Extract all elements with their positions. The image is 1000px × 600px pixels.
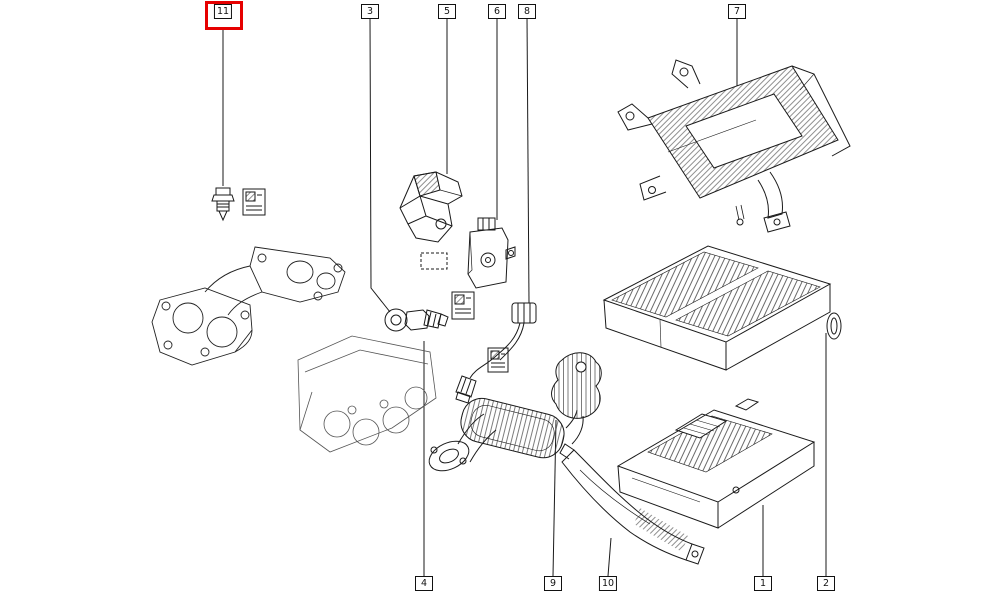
leader-line-10 [607, 537, 612, 577]
callout-7[interactable]: 7 [728, 4, 746, 19]
part-coolant-temp-sensor [211, 187, 235, 222]
part-grommet [551, 352, 602, 419]
torque-spec-icon [242, 188, 266, 216]
dashed-box-icon [420, 252, 448, 270]
part-cylinder-head-outline [297, 335, 437, 453]
callout-10[interactable]: 10 [598, 576, 618, 591]
callout-8[interactable]: 8 [518, 4, 536, 19]
callout-1[interactable]: 1 [754, 576, 772, 591]
part-intake-manifold [151, 246, 346, 366]
callout-9[interactable]: 9 [544, 576, 562, 591]
callout-4[interactable]: 4 [415, 576, 433, 591]
callout-2[interactable]: 2 [817, 576, 835, 591]
part-map-sensor [467, 217, 516, 289]
part-temp-switch-with-washer [384, 308, 449, 332]
leader-line-3 [369, 16, 391, 313]
callout-5[interactable]: 5 [438, 4, 456, 19]
part-strap [559, 443, 705, 565]
part-sensor-bracket [399, 171, 463, 243]
callout-6[interactable]: 6 [488, 4, 506, 19]
callout-11[interactable]: 11 [213, 4, 233, 19]
callout-3[interactable]: 3 [361, 4, 379, 19]
leader-line-8 [526, 16, 530, 304]
spec-icon-sensor [451, 291, 475, 320]
part-ecu [616, 398, 816, 529]
callout-11-highlight [205, 1, 243, 30]
leader-lines [222, 16, 827, 577]
part-module-cover [602, 245, 842, 371]
part-exhaust-downpipe [428, 397, 584, 472]
part-mounting-bracket [617, 59, 851, 233]
spec-icon-oxygen [487, 347, 509, 373]
